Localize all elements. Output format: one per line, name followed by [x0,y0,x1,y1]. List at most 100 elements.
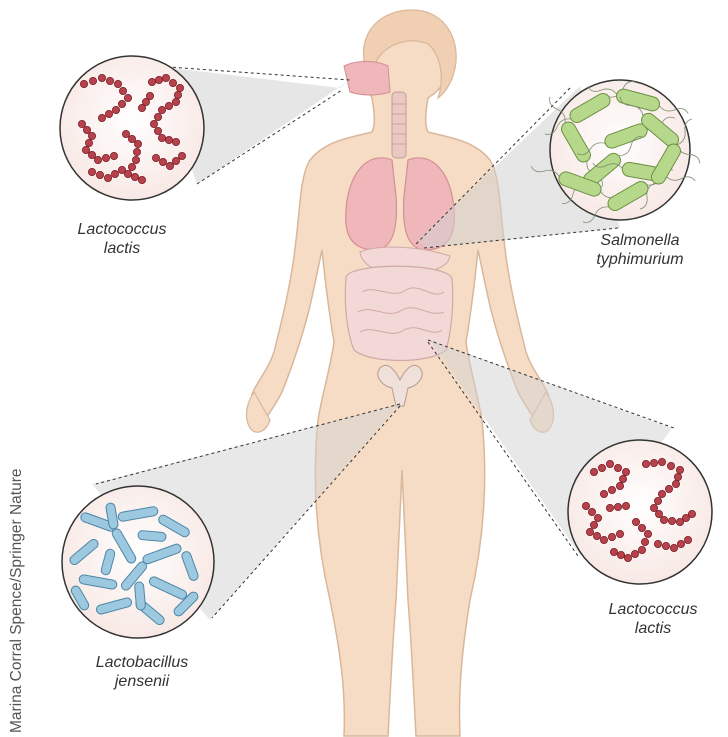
coccus-cell [118,100,125,107]
coccus-cell [88,168,95,175]
coccus-cell [632,518,639,525]
coccus-cell [132,156,139,163]
coccus-cell [608,486,615,493]
label-line: jensenii [72,672,212,691]
coccus-cell [152,154,159,161]
label-line: Lactococcus [583,600,723,619]
coccus-cell [165,136,172,143]
image-credit: Marina Corral Spence/Springer Nature [8,469,26,733]
coccus-cell [668,517,675,524]
coccus-cell [670,544,677,551]
label-line: Lactobacillus [72,653,212,672]
coccus-cell [131,173,138,180]
label-lactobacillus: Lactobacillus jensenii [72,653,212,691]
coccus-cell [688,510,695,517]
coccus-cell [148,78,155,85]
magnifier-lactobacillus [62,486,214,638]
coccus-cell [676,466,683,473]
coccus-cell [88,132,95,139]
coccus-cell [654,497,661,504]
coccus-cell [96,171,103,178]
coccus-cell [650,504,657,511]
coccus-cell [606,504,613,511]
coccus-cell [105,110,112,117]
coccus-cell [138,176,145,183]
coccus-cell [98,74,105,81]
coccus-cell [150,120,157,127]
coccus-cell [644,530,651,537]
coccus-cell [83,126,90,133]
coccus-cell [128,135,135,142]
coccus-cell [154,127,161,134]
coccus-cell [608,533,615,540]
label-lactococcus-top: Lactococcus lactis [52,220,192,258]
label-line: lactis [52,239,192,258]
coccus-cell [165,102,172,109]
coccus-cell [155,76,162,83]
coccus-cell [178,152,185,159]
coccus-cell [619,475,626,482]
coccus-cell [622,502,629,509]
label-line: Lactococcus [52,220,192,239]
coccus-cell [641,538,648,545]
magnifier-lactococcus-bottom [568,440,712,584]
coccus-cell [124,94,131,101]
coccus-cell [119,87,126,94]
coccus-cell [593,532,600,539]
coccus-cell [665,485,672,492]
coccus-cell [111,170,118,177]
bacillus-rod [134,582,145,611]
coccus-cell [638,546,645,553]
trachea [392,92,406,158]
coccus-cell [600,490,607,497]
coccus-cell [106,77,113,84]
label-line: typhimurium [585,250,695,269]
coccus-cell [133,148,140,155]
label-line: Salmonella [585,231,695,250]
coccus-cell [85,139,92,146]
coccus-cell [78,120,85,127]
coccus-cell [684,536,691,543]
coccus-cell [642,460,649,467]
coccus-cell [176,84,183,91]
coccus-cell [82,146,89,153]
coccus-cell [672,480,679,487]
coccus-cell [118,166,125,173]
coccus-cell [598,464,605,471]
coccus-cell [172,157,179,164]
coccus-cell [662,542,669,549]
coccus-cell [616,530,623,537]
coccus-cell [582,502,589,509]
label-lactococcus-bottom: Lactococcus lactis [583,600,723,638]
coccus-cell [600,536,607,543]
coccus-cell [654,540,661,547]
coccus-cell [128,163,135,170]
coccus-cell [622,468,629,475]
label-line: lactis [583,619,723,638]
coccus-cell [638,524,645,531]
coccus-cell [88,151,95,158]
coccus-cell [614,503,621,510]
coccus-cell [166,162,173,169]
coccus-cell [114,80,121,87]
coccus-cell [606,460,613,467]
coccus-cell [590,521,597,528]
coccus-cell [172,98,179,105]
coccus-cell [650,459,657,466]
coccus-cell [98,114,105,121]
coccus-cell [146,92,153,99]
coccus-cell [617,551,624,558]
coccus-cell [104,174,111,181]
coccus-cell [658,458,665,465]
coccus-cell [159,158,166,165]
label-salmonella: Salmonella typhimurium [585,231,695,269]
coccus-cell [588,508,595,515]
coccus-cell [154,113,161,120]
coccus-cell [590,468,597,475]
coccus-cell [674,473,681,480]
coccus-cell [667,462,674,469]
nasal-cavity [344,62,390,96]
coccus-cell [158,106,165,113]
coccus-cell [158,134,165,141]
coccus-cell [624,554,631,561]
